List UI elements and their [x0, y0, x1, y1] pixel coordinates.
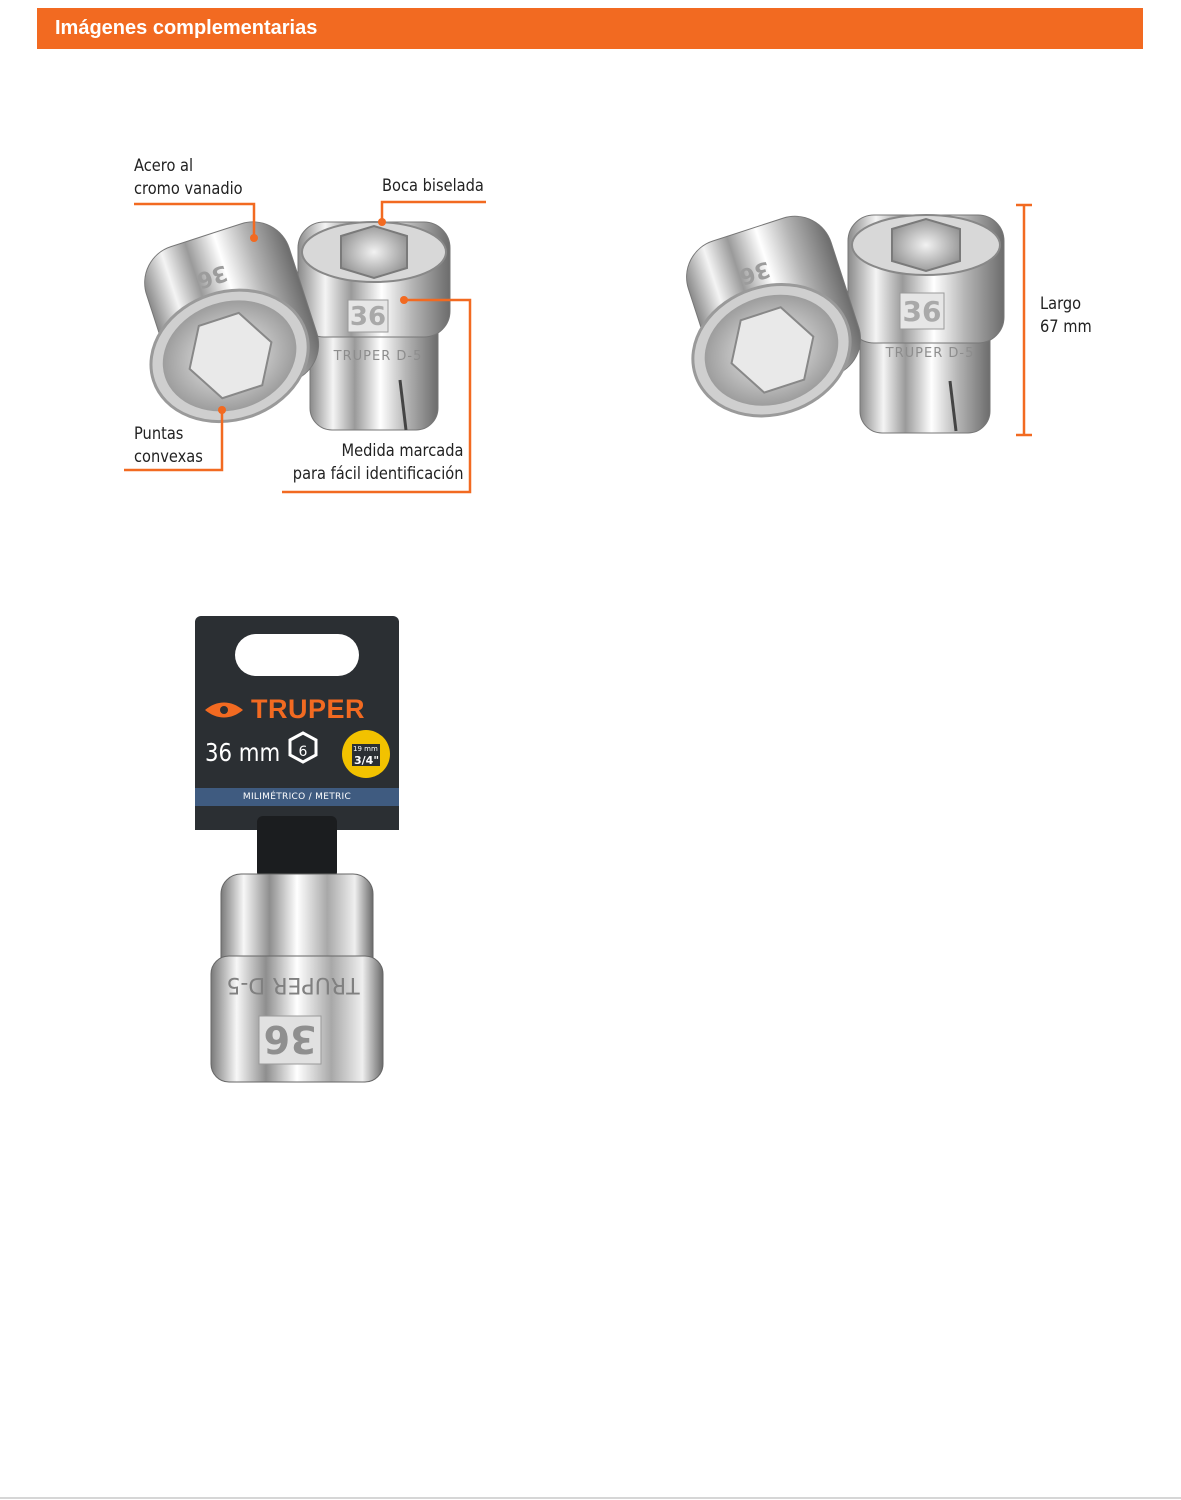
socket-tilted-2: 36: [686, 215, 861, 418]
package-brand: TRUPER: [251, 694, 366, 724]
label-marked-size-line1: Medida marcada: [341, 441, 463, 461]
label-chrome-vanadium-line2: cromo vanadio: [134, 179, 243, 199]
svg-text:36: 36: [903, 295, 942, 328]
section-header: Imágenes complementarias: [37, 8, 1143, 49]
label-beveled-mouth: Boca biselada: [382, 175, 484, 198]
svg-text:36: 36: [264, 1017, 317, 1061]
packaged-socket-illustration: TRUPER D-5 36: [195, 616, 399, 1083]
dimension-label-value: 67 mm: [1040, 317, 1092, 337]
dimension-label: Largo 67 mm: [1040, 293, 1092, 339]
hang-hole: [235, 634, 359, 676]
package-points: 6: [298, 744, 308, 760]
label-convex-points-line2: convexas: [134, 447, 203, 467]
bottom-divider: [0, 1497, 1181, 1499]
section-title: Imágenes complementarias: [55, 17, 318, 39]
package-drive-mm: 19 mm: [353, 745, 378, 753]
label-marked-size: Medida marcada para fácil identificación: [292, 440, 463, 486]
package-figure: TRUPER D-5 36 TRUPER 36 mm 6 19 mm 3/4" …: [195, 616, 400, 1086]
package-system: MILIMÉTRICO / METRIC: [242, 792, 352, 802]
package-drive-in: 3/4": [354, 754, 380, 767]
label-chrome-vanadium: Acero al cromo vanadio: [134, 155, 243, 201]
label-beveled-mouth-text: Boca biselada: [382, 176, 484, 196]
hex-points-badge: [288, 731, 318, 764]
label-marked-size-line2: para fácil identificación: [292, 464, 463, 484]
socket-standing-2: 36 TRUPER D-5: [847, 214, 1005, 434]
socket-size-mark: [258, 1015, 322, 1065]
sockets-dimension-illustration: 36 TRUPER D-5 36: [686, 203, 1032, 437]
package-band: [195, 788, 399, 806]
svg-text:TRUPER D-5: TRUPER D-5: [333, 349, 423, 364]
sockets-features-illustration: 36 TRUPER D-5 36: [124, 200, 486, 494]
svg-text:36: 36: [350, 302, 386, 332]
dimension-label-title: Largo: [1040, 294, 1082, 314]
svg-text:TRUPER D-5: TRUPER D-5: [885, 346, 975, 361]
dimension-figure: 36 TRUPER D-5 36: [668, 195, 1048, 445]
truper-logo-icon: [205, 702, 243, 718]
svg-text:TRUPER D-5: TRUPER D-5: [226, 972, 360, 997]
label-chrome-vanadium-line1: Acero al: [134, 156, 194, 176]
adapter-stub: [257, 816, 337, 878]
label-convex-points-line1: Puntas: [134, 424, 184, 444]
label-convex-points: Puntas convexas: [134, 423, 203, 469]
features-figure: 36 TRUPER D-5 36: [110, 150, 510, 500]
socket-tilted: 36: [144, 221, 320, 424]
package-size: 36 mm: [205, 738, 281, 767]
socket-standing: 36 TRUPER D-5: [297, 221, 451, 431]
